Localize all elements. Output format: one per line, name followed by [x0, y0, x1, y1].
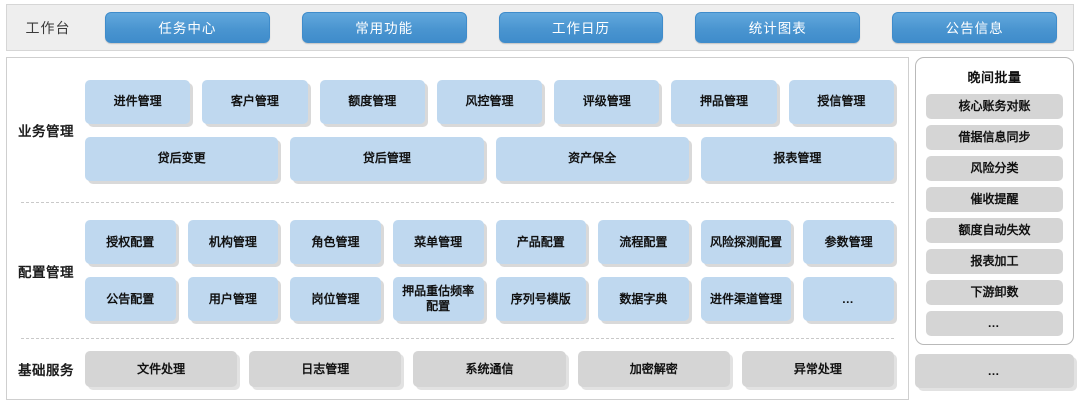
- band-rows-basic-services: 文件处理 日志管理 系统通信 加密解密 异常处理: [85, 351, 908, 387]
- band-rows-business: 进件管理 客户管理 额度管理 风控管理 评级管理 押品管理 授信管理 贷后变更 …: [85, 79, 908, 181]
- tile-configuration-more[interactable]: …: [803, 277, 894, 321]
- tile-limit-mgmt[interactable]: 额度管理: [319, 79, 425, 124]
- tile-collateral-mgmt[interactable]: 押品管理: [671, 79, 777, 124]
- tile-rating-mgmt[interactable]: 评级管理: [554, 79, 660, 124]
- basic-services-row-1: 文件处理 日志管理 系统通信 加密解密 异常处理: [85, 351, 895, 387]
- tile-menu-mgmt[interactable]: 菜单管理: [392, 220, 484, 264]
- tab-work-calendar[interactable]: 工作日历: [498, 12, 664, 43]
- configuration-row-2: 公告配置 用户管理 岗位管理 押品重估频率配置 序列号模版 数据字典 进件渠道管…: [85, 277, 894, 321]
- right-panel-more-tile[interactable]: …: [915, 354, 1074, 388]
- batch-item-core-account-reconciliation[interactable]: 核心账务对账: [926, 94, 1063, 119]
- tab-common-functions[interactable]: 常用功能: [301, 12, 467, 43]
- top-tab-bar: 工作台 任务中心 常用功能 工作日历 统计图表 公告信息: [6, 4, 1074, 51]
- tile-application-channel-mgmt[interactable]: 进件渠道管理: [700, 277, 792, 321]
- tile-organization-mgmt[interactable]: 机构管理: [187, 220, 279, 264]
- night-batch-panel: 晚间批量 核心账务对账 借据信息同步 风险分类 催收提醒 额度自动失效 报表加工…: [915, 57, 1074, 345]
- tile-log-mgmt[interactable]: 日志管理: [249, 351, 402, 387]
- tile-process-config[interactable]: 流程配置: [598, 220, 689, 264]
- band-rows-configuration: 授权配置 机构管理 角色管理 菜单管理 产品配置 流程配置 风险探测配置 参数管…: [85, 220, 908, 321]
- configuration-row-1: 授权配置 机构管理 角色管理 菜单管理 产品配置 流程配置 风险探测配置 参数管…: [85, 220, 894, 264]
- band-label-configuration: 配置管理: [18, 264, 74, 280]
- tile-announcement-config[interactable]: 公告配置: [85, 277, 176, 321]
- night-batch-title: 晚间批量: [967, 70, 1022, 85]
- tile-authorization-config[interactable]: 授权配置: [85, 220, 176, 264]
- tile-file-processing[interactable]: 文件处理: [85, 351, 238, 387]
- divider-config-base: [21, 338, 894, 339]
- tile-risk-control-mgmt[interactable]: 风控管理: [436, 79, 543, 124]
- tile-serial-number-template[interactable]: 序列号模版: [495, 277, 587, 321]
- business-row-1: 进件管理 客户管理 额度管理 风控管理 评级管理 押品管理 授信管理: [85, 79, 894, 124]
- tile-product-config[interactable]: 产品配置: [495, 220, 587, 264]
- tab-task-center[interactable]: 任务中心: [105, 12, 270, 43]
- tile-risk-detection-config[interactable]: 风险探测配置: [700, 220, 792, 264]
- band-basic-services: 基础服务 文件处理 日志管理 系统通信 加密解密 异常处理: [7, 339, 908, 399]
- tile-post-loan-change[interactable]: 贷后变更: [85, 136, 279, 181]
- divider-business-config: [21, 202, 894, 203]
- band-label-basic-services: 基础服务: [18, 363, 74, 378]
- band-label-business: 业务管理: [18, 124, 74, 139]
- tile-credit-mgmt[interactable]: 授信管理: [788, 79, 894, 124]
- right-column: 晚间批量 核心账务对账 借据信息同步 风险分类 催收提醒 额度自动失效 报表加工…: [915, 57, 1074, 400]
- tab-list: 任务中心 常用功能 工作日历 统计图表 公告信息: [89, 12, 1073, 43]
- tile-exception-handling[interactable]: 异常处理: [741, 351, 895, 387]
- tile-data-dictionary[interactable]: 数据字典: [598, 277, 689, 321]
- batch-item-more[interactable]: …: [926, 311, 1063, 336]
- batch-item-collection-reminder[interactable]: 催收提醒: [926, 187, 1063, 212]
- tile-report-mgmt[interactable]: 报表管理: [700, 136, 894, 181]
- batch-item-limit-auto-expiry[interactable]: 额度自动失效: [926, 218, 1063, 243]
- band-business-management: 业务管理 进件管理 客户管理 额度管理 风控管理 评级管理 押品管理 授信管理 …: [7, 58, 908, 202]
- batch-item-downstream-unload[interactable]: 下游卸数: [926, 280, 1063, 305]
- tile-application-mgmt[interactable]: 进件管理: [85, 79, 191, 124]
- band-configuration-management: 配置管理 授权配置 机构管理 角色管理 菜单管理 产品配置 流程配置 风险探测配…: [7, 203, 908, 338]
- tile-customer-mgmt[interactable]: 客户管理: [202, 79, 308, 124]
- tile-role-mgmt[interactable]: 角色管理: [290, 220, 381, 264]
- tile-post-loan-mgmt[interactable]: 贷后管理: [290, 136, 484, 181]
- tile-system-communication[interactable]: 系统通信: [413, 351, 566, 387]
- tab-announcements[interactable]: 公告信息: [892, 12, 1057, 43]
- batch-item-report-processing[interactable]: 报表加工: [926, 249, 1063, 274]
- tile-encryption-decryption[interactable]: 加密解密: [577, 351, 730, 387]
- tile-position-mgmt[interactable]: 岗位管理: [290, 277, 381, 321]
- tile-user-mgmt[interactable]: 用户管理: [187, 277, 279, 321]
- workbench-label: 工作台: [25, 19, 71, 36]
- batch-item-loan-receipt-sync[interactable]: 借据信息同步: [926, 125, 1063, 150]
- business-row-2: 贷后变更 贷后管理 资产保全 报表管理: [85, 136, 894, 181]
- tile-parameter-mgmt[interactable]: 参数管理: [803, 220, 894, 264]
- tile-collateral-revaluation-config[interactable]: 押品重估频率配置: [392, 277, 484, 321]
- tile-asset-preservation[interactable]: 资产保全: [495, 136, 689, 181]
- tab-statistics-charts[interactable]: 统计图表: [695, 12, 861, 43]
- batch-item-risk-classification[interactable]: 风险分类: [926, 156, 1063, 181]
- module-map-frame: 业务管理 进件管理 客户管理 额度管理 风控管理 评级管理 押品管理 授信管理 …: [6, 57, 909, 400]
